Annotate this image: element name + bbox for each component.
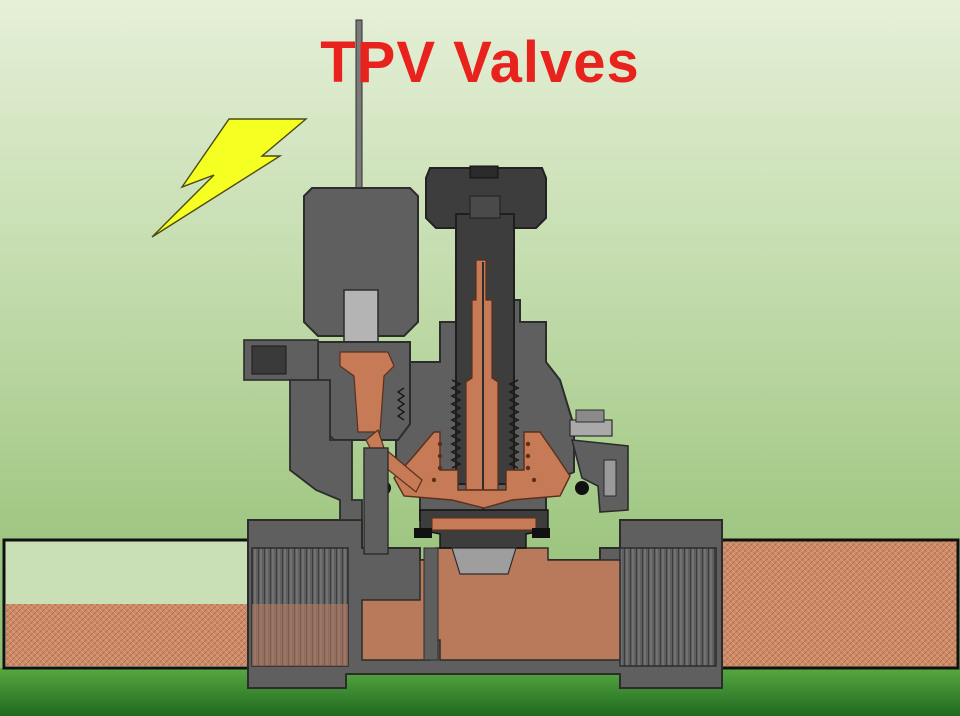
connector-terminal bbox=[251, 345, 287, 375]
outlet-threads bbox=[619, 547, 717, 667]
disc-retainer bbox=[451, 547, 517, 575]
seat-disc bbox=[431, 517, 537, 531]
stem-cap bbox=[469, 195, 501, 219]
ground-strip bbox=[0, 668, 960, 716]
right-seat-seal bbox=[532, 528, 550, 538]
left-pipe-water bbox=[6, 604, 248, 666]
lightning-bolt-icon bbox=[151, 118, 308, 238]
diaphragm-bolts bbox=[431, 441, 537, 483]
knob-top-notch bbox=[469, 165, 499, 179]
solenoid-threads-right bbox=[396, 387, 406, 421]
right-pipe-water bbox=[714, 538, 960, 670]
right-pipe bbox=[714, 538, 960, 670]
pilot-valve bbox=[339, 351, 395, 433]
right-housing-slot bbox=[603, 459, 617, 497]
bleed-screw-head bbox=[575, 409, 605, 423]
right-housing-flange bbox=[570, 439, 629, 513]
stem-threads-right bbox=[508, 379, 520, 469]
left-seat-seal bbox=[414, 528, 432, 538]
center-partition bbox=[423, 547, 439, 661]
right-o-ring bbox=[575, 481, 589, 495]
left-pipe bbox=[2, 538, 252, 670]
left-inner-wall bbox=[363, 447, 389, 555]
diaphragm-assembly bbox=[377, 431, 589, 575]
solenoid-coil-housing bbox=[303, 187, 419, 337]
diaphragm bbox=[393, 431, 571, 509]
slide-title: TPV Valves bbox=[320, 30, 640, 95]
inlet-water bbox=[252, 604, 348, 666]
stem-threads-left bbox=[450, 379, 462, 469]
solenoid bbox=[243, 19, 423, 555]
left-body-column bbox=[289, 379, 363, 521]
valve-body bbox=[247, 519, 723, 689]
